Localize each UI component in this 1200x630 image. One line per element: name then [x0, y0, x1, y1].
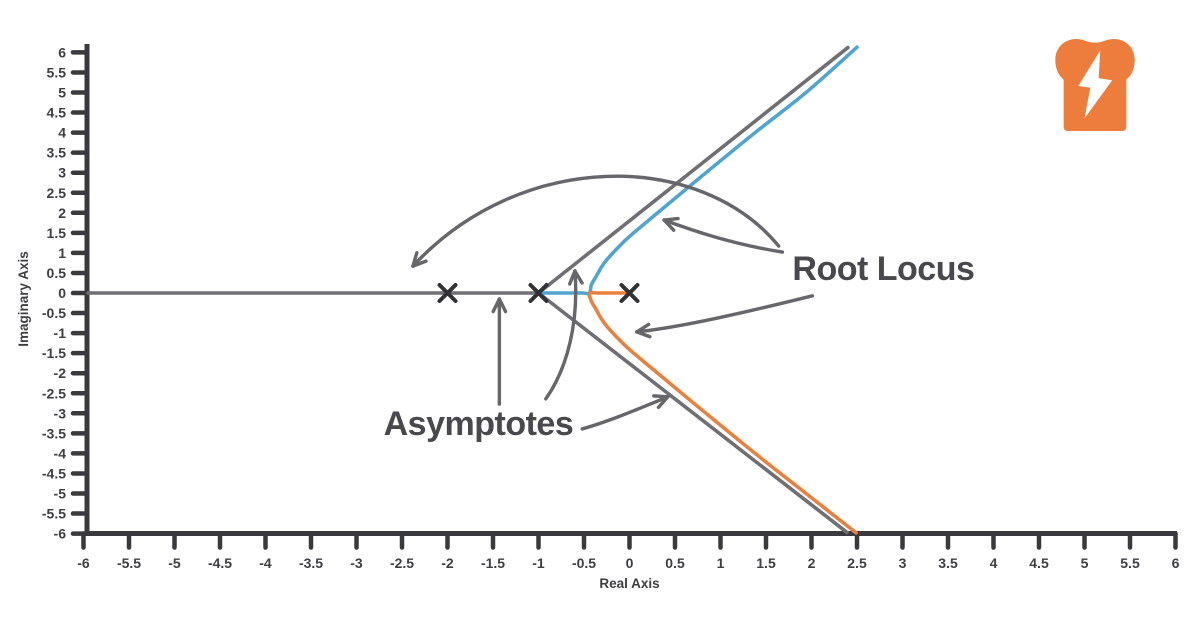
- arrow-to-plus-60deg-asymptote: [544, 269, 584, 401]
- x-tick-label: -5: [168, 555, 181, 571]
- y-tick-label: -3: [54, 405, 67, 421]
- x-tick-label: 1: [717, 555, 725, 571]
- y-tick-label: -0.5: [42, 305, 66, 321]
- x-tick-label: 4.5: [1029, 555, 1049, 571]
- x-axis-title: Real Axis: [599, 576, 659, 591]
- x-tick-label: -6: [77, 555, 90, 571]
- x-tick-label: 6: [1172, 555, 1180, 571]
- y-tick-label: -2.5: [42, 385, 66, 401]
- x-tick-label: -4: [259, 555, 272, 571]
- arrow-to-orange-branch: [635, 294, 815, 339]
- arrow-to-minus-60deg-asymptote: [580, 394, 670, 431]
- y-tick-label: -5: [54, 486, 67, 502]
- y-tick-label: 3.5: [47, 145, 67, 161]
- toast-lightning-logo: [1055, 39, 1135, 131]
- upper-complex-branch: [536, 45, 859, 296]
- y-tick-label: -4.5: [42, 465, 66, 481]
- y-tick-label: 1: [58, 245, 66, 261]
- y-tick-label: 3: [58, 165, 66, 181]
- lower-complex-branch: [587, 290, 858, 535]
- x-tick-label: -1: [532, 555, 545, 571]
- x-tick-label: -2.5: [390, 555, 414, 571]
- y-tick-label: -6: [54, 526, 67, 542]
- y-tick-label: 0.5: [47, 265, 67, 281]
- y-axis-title: Imaginary Axis: [16, 251, 31, 347]
- y-tick-label: 2.5: [47, 185, 67, 201]
- y-tick-label: -2: [54, 365, 67, 381]
- y-axis-ticks: [70, 50, 90, 536]
- arrow-to-left-real-branch: [411, 174, 781, 268]
- asymptote-plus-60deg: [536, 45, 850, 295]
- y-tick-label: 0: [58, 285, 66, 301]
- pole-x-marker: [619, 283, 640, 303]
- x-tick-label: -3.5: [299, 555, 323, 571]
- y-tick-label: 4: [58, 125, 66, 141]
- x-tick-label: 0.5: [665, 555, 685, 571]
- y-tick-label: 5.5: [47, 64, 67, 80]
- y-tick-label: -1.5: [42, 345, 66, 361]
- x-tick-label: -5.5: [117, 555, 141, 571]
- y-tick-label: -3.5: [42, 425, 66, 441]
- y-tick-label: -5.5: [42, 506, 66, 522]
- y-tick-label: -4: [54, 445, 67, 461]
- x-tick-label: -4.5: [208, 555, 232, 571]
- x-tick-label: 4: [990, 555, 998, 571]
- x-tick-label: -1.5: [481, 555, 505, 571]
- x-tick-label: -0.5: [572, 555, 596, 571]
- y-tick-label: 5: [58, 85, 66, 101]
- y-tick-label: 6: [58, 44, 66, 60]
- annotation-arrows: [411, 174, 815, 431]
- arrow-to-180deg-asymptote: [491, 297, 508, 406]
- x-tick-label: -2: [441, 555, 454, 571]
- toast-icon: [1055, 39, 1135, 131]
- x-tick-label: 3: [899, 555, 907, 571]
- x-tick-label: 5: [1081, 555, 1089, 571]
- locus-curves: [86, 45, 859, 535]
- x-tick-label: -3: [350, 555, 363, 571]
- arrow-to-blue-branch: [662, 216, 785, 254]
- pole-markers: [437, 283, 640, 303]
- x-tick-label: 0: [626, 555, 634, 571]
- x-tick-label: 2: [808, 555, 816, 571]
- y-tick-label: -1: [54, 325, 67, 341]
- x-tick-label: 2.5: [847, 555, 867, 571]
- x-axis-ticks: [81, 531, 1178, 550]
- lightning-bolt-icon: [1078, 50, 1113, 119]
- x-tick-label: 1.5: [756, 555, 776, 571]
- asymptote-minus-60deg: [536, 291, 849, 535]
- x-tick-label: 3.5: [938, 555, 958, 571]
- y-tick-label: 2: [58, 205, 66, 221]
- y-tick-label: 1.5: [47, 225, 67, 241]
- pole-x-marker: [528, 283, 549, 303]
- asymptotes-label: Asymptotes: [384, 405, 574, 443]
- x-tick-label: 5.5: [1120, 555, 1140, 571]
- y-axis-tick-labels: 6 5.5 5 4.5 4 3.5 3 2.5 2 1.5 1 0.5 0 -0.5 -1 -1.5 -2 -2.…: [42, 44, 66, 541]
- root-locus-label: Root Locus: [792, 250, 974, 288]
- pole-x-marker: [437, 283, 458, 303]
- y-tick-label: 4.5: [47, 105, 67, 121]
- x-axis-tick-labels: -6 -5.5 -5 -4.5 -4 -3.5 -3 -2.5 -2 -1.5 -1 -0.5 0 0.5…: [77, 555, 1179, 571]
